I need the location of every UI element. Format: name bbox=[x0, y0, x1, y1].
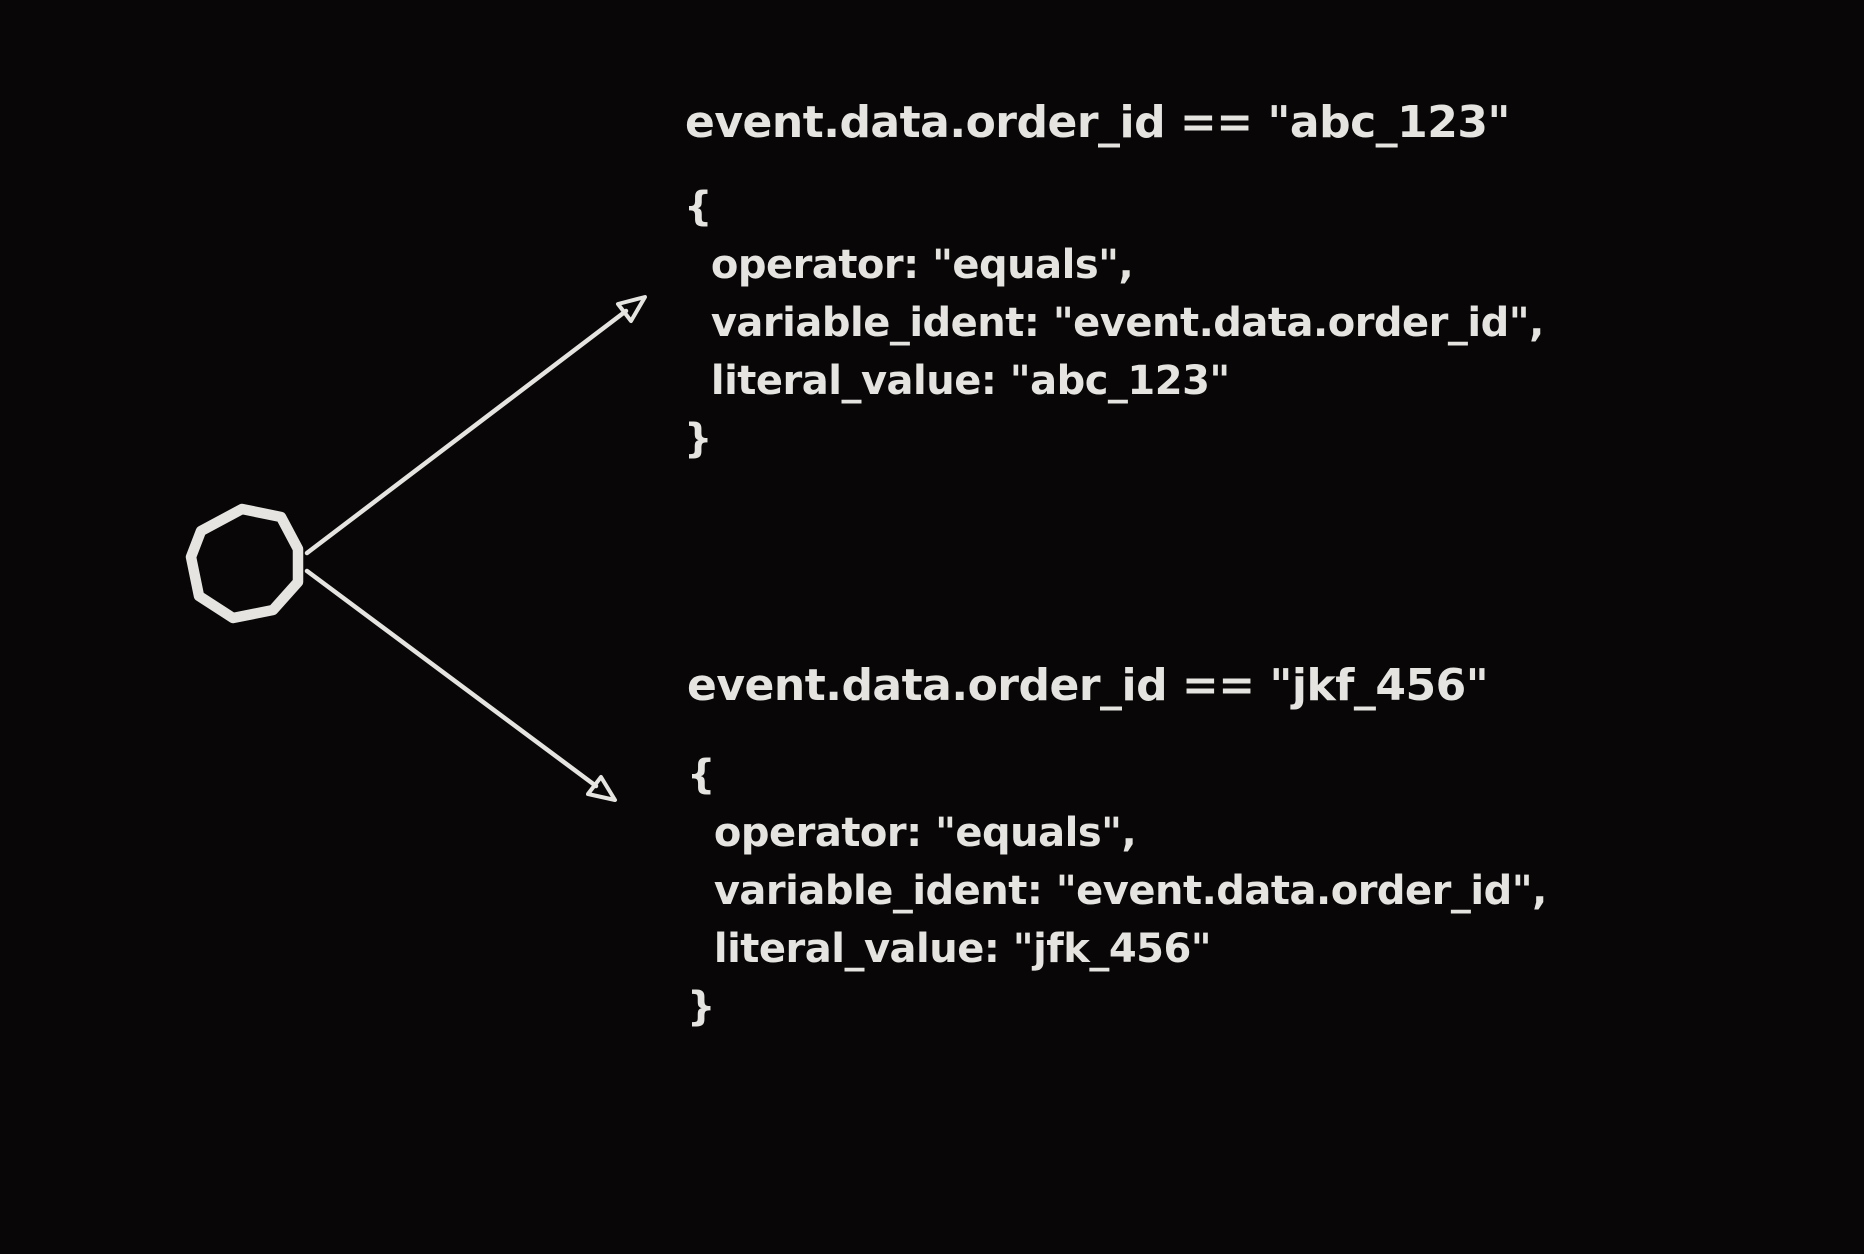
branch-1-title: event.data.order_id == "abc_123" bbox=[685, 97, 1510, 148]
branch-2-arrow-line bbox=[304, 568, 599, 789]
branch-2-arrow bbox=[304, 568, 617, 802]
code-line: } bbox=[687, 984, 715, 1030]
branch-1-code-block: { operator: "equals", variable_ident: "e… bbox=[684, 178, 1544, 468]
branch-1-arrow bbox=[304, 295, 647, 556]
code-line: variable_ident: "event.data.order_id", bbox=[684, 300, 1544, 346]
code-line: literal_value: "abc_123" bbox=[684, 358, 1230, 404]
code-line: { bbox=[684, 184, 712, 230]
code-line: variable_ident: "event.data.order_id", bbox=[687, 868, 1547, 914]
code-line: { bbox=[687, 752, 715, 798]
branch-2-arrowhead-icon bbox=[586, 775, 617, 802]
code-line: operator: "equals", bbox=[687, 810, 1137, 856]
code-line: } bbox=[684, 416, 712, 462]
branch-2-title: event.data.order_id == "jkf_456" bbox=[687, 660, 1489, 711]
branch-2-code-block: { operator: "equals", variable_ident: "e… bbox=[687, 746, 1547, 1036]
branch-1-arrowhead-icon bbox=[616, 295, 647, 323]
branch-1-arrow-line bbox=[304, 308, 629, 556]
code-line: operator: "equals", bbox=[684, 242, 1134, 288]
code-line: literal_value: "jfk_456" bbox=[687, 926, 1212, 972]
condition-node-circle bbox=[185, 503, 304, 624]
